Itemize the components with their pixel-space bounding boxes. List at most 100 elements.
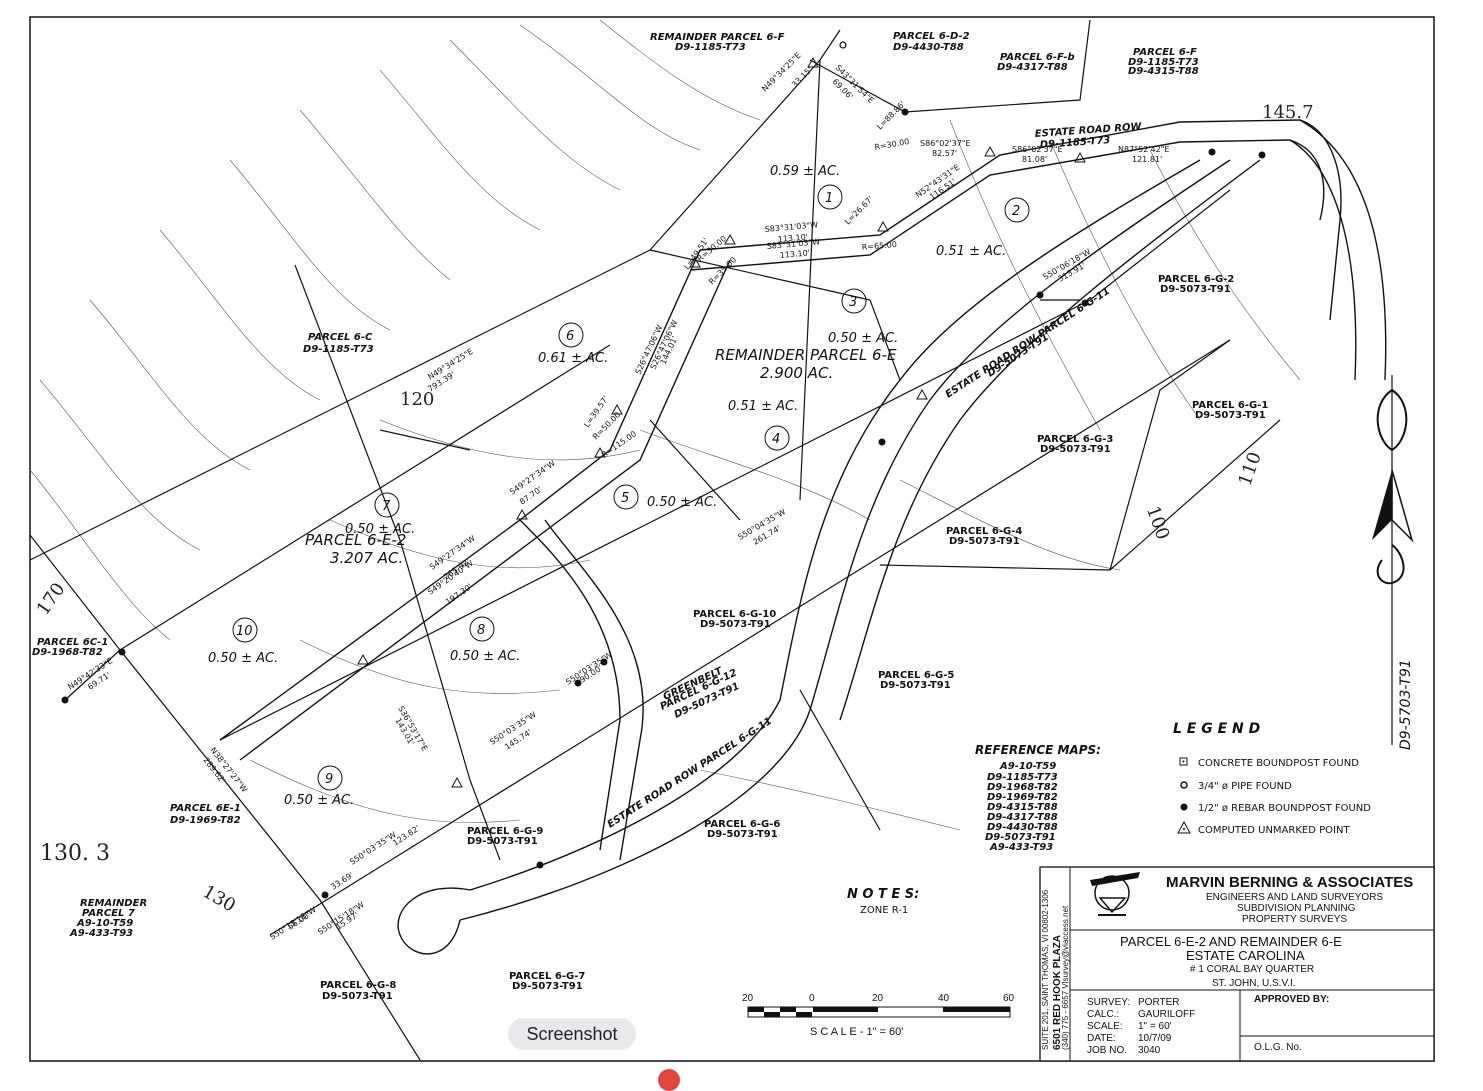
parcel-label: REMAINDER: [80, 898, 147, 909]
svg-text:S C A L E - 1" = 60': S C A L E - 1" = 60': [810, 1026, 903, 1038]
parcel-6e2-area: 3.207 AC.: [330, 549, 403, 567]
svg-text:R=30.00: R=30.00: [874, 137, 910, 152]
svg-text:R=65.00: R=65.00: [861, 240, 897, 252]
contour-label-130: 130: [199, 881, 239, 916]
svg-text:A9-433-T93: A9-433-T93: [989, 842, 1053, 853]
svg-text:4: 4: [772, 432, 780, 447]
svg-text:PROPERTY SURVEYS: PROPERTY SURVEYS: [1242, 914, 1347, 925]
parcel-ref: D9-1185-T73: [1128, 57, 1199, 68]
remainder-6e-name: REMAINDER PARCEL 6-E: [715, 346, 897, 364]
svg-text:113.10': 113.10': [777, 232, 808, 244]
drawing-border: [29, 16, 1435, 1062]
screenshot-label[interactable]: Screenshot: [508, 1018, 636, 1050]
square-dot-icon: [1179, 757, 1188, 766]
legend: L E G E N D CONCRETE BOUNDPOST FOUND 3/4…: [1173, 721, 1371, 836]
svg-text:A9-10-T59: A9-10-T59: [999, 761, 1056, 772]
lot-10: 100.50 ± AC.: [208, 617, 278, 666]
road-network: [219, 119, 1387, 955]
svg-text:3: 3: [849, 295, 857, 310]
reference-maps: REFERENCE MAPS: A9-10-T59 D9-1185-T73 D9…: [975, 743, 1101, 853]
svg-text:D9-5703-T91: D9-5703-T91: [1398, 659, 1414, 750]
parcel-6e2-name: PARCEL 6-E-2: [305, 531, 406, 549]
parcel-ref: D9-4317-T88: [997, 62, 1068, 73]
parcel-label: PARCEL 6-D-2: [893, 31, 970, 42]
parcel-label: PARCEL 6E-1: [170, 803, 241, 814]
svg-text:0: 0: [809, 993, 815, 1004]
svg-text:D9-1969-T82: D9-1969-T82: [987, 792, 1058, 803]
svg-text:D9-4430-T88: D9-4430-T88: [987, 822, 1058, 833]
svg-text:S50°03'35"W: S50°03'35"W: [348, 830, 398, 867]
parcel-label: PARCEL 6-G-10: [693, 609, 776, 620]
open-circle-icon: [1180, 781, 1188, 789]
contour-label-170: 170: [33, 579, 70, 619]
svg-text:6501 RED HOOK PLAZA: 6501 RED HOOK PLAZA: [1052, 935, 1063, 1050]
svg-text:JOB NO.: JOB NO.: [1087, 1045, 1127, 1056]
svg-text:APPROVED BY:: APPROVED BY:: [1254, 994, 1329, 1005]
svg-text:33.15': 33.15': [790, 65, 814, 89]
svg-text:GAURILOFF: GAURILOFF: [1138, 1009, 1195, 1020]
contour-label-110: 110: [1234, 449, 1265, 488]
lot-3: 3 0.50 ± AC.: [828, 288, 898, 346]
contour-label-130-3: 130. 3: [40, 841, 110, 866]
svg-text:# 1 CORAL BAY QUARTER: # 1 CORAL BAY QUARTER: [1190, 964, 1314, 975]
lot-2: 20.51 ± AC.: [936, 197, 1030, 259]
parcel-label: PARCEL 6-F-b: [1000, 52, 1075, 63]
parcel-label: PARCEL 6-G-6: [704, 819, 780, 830]
svg-text:0.61 ± AC.: 0.61 ± AC.: [538, 351, 608, 366]
parcel-ref: D9-4430-T88: [893, 42, 964, 53]
parcel-ref: D9-1968-T82: [32, 647, 103, 658]
parcel-label: PARCEL 6-G-2: [1158, 274, 1234, 285]
svg-text:2: 2: [1012, 204, 1020, 219]
svg-text:CONCRETE BOUNDPOST FOUND: CONCRETE BOUNDPOST FOUND: [1198, 758, 1359, 769]
lot-4: 40.51 ± AC.: [728, 399, 798, 451]
svg-text:ESTATE ROAD ROW PARCEL 6-G-11: ESTATE ROAD ROW PARCEL 6-G-11: [606, 716, 774, 831]
svg-text:D9-5073-T91: D9-5073-T91: [985, 832, 1056, 843]
survey-points: [61, 41, 1266, 899]
lots: 10.59 ± AC. 20.51 ± AC. 30.50 ± AC. 40.5…: [208, 164, 1030, 808]
road-labels: ESTATE ROAD ROW D9-1185-T73 ESTATE ROAD …: [606, 121, 1143, 830]
contour-label-100: 100: [1142, 503, 1173, 542]
parcel-ref: D9-5073-T91: [1195, 410, 1266, 421]
parcel-label: PARCEL 6-G-5: [878, 670, 954, 681]
lot-7: 70.50 ± AC.: [345, 492, 415, 537]
project-title: PARCEL 6-E-2 AND REMAINDER 6-E: [1120, 934, 1342, 949]
svg-text:N O T E S:: N O T E S:: [847, 887, 919, 902]
firm-name: MARVIN BERNING & ASSOCIATES: [1166, 874, 1413, 891]
parcel-label: PARCEL 6-G-8: [320, 980, 396, 991]
svg-text:SURVEY:: SURVEY:: [1087, 997, 1130, 1008]
svg-text:113.10': 113.10': [779, 248, 810, 260]
north-arrow-icon: D9-5703-T91: [1372, 375, 1414, 750]
scale-bar: 20 0 20 40 60 S C A L E - 1" = 60': [742, 993, 1015, 1038]
svg-text:0.50 ± AC.: 0.50 ± AC.: [828, 331, 898, 346]
filled-circle-icon: [1180, 803, 1188, 811]
notification-dot: [658, 1069, 680, 1091]
svg-text:REFERENCE MAPS:: REFERENCE MAPS:: [975, 743, 1101, 757]
svg-text:SUITE 201, SAINT THOMAS, VI 00: SUITE 201, SAINT THOMAS, VI 00802-1306: [1041, 889, 1050, 1050]
svg-text:ESTATE CAROLINA: ESTATE CAROLINA: [1186, 948, 1305, 963]
firm-logo-icon: [1090, 872, 1140, 916]
parcel-ref: A9-10-T59: [76, 918, 133, 929]
svg-text:20: 20: [742, 993, 754, 1004]
svg-text:SCALE:: SCALE:: [1087, 1021, 1123, 1032]
svg-text:121.81': 121.81': [1132, 155, 1162, 164]
contour-label-145: 145.7: [1262, 102, 1314, 123]
parcel-ref: D9-5073-T91: [1040, 444, 1111, 455]
svg-text:S83°31'03"W: S83°31'03"W: [764, 220, 818, 234]
svg-text:D9-4317-T88: D9-4317-T88: [987, 812, 1058, 823]
svg-text:R=35.00: R=35.00: [707, 255, 738, 286]
parcel-label: PARCEL 6-G-3: [1037, 434, 1113, 445]
parcel-label: PARCEL 6-G-1: [1192, 400, 1268, 411]
svg-text:R=115.00: R=115.00: [600, 429, 638, 459]
svg-text:5: 5: [621, 491, 629, 506]
svg-text:0.50 ± AC.: 0.50 ± AC.: [208, 651, 278, 666]
main-parcels: REMAINDER PARCEL 6-E 2.900 AC. PARCEL 6-…: [305, 346, 897, 567]
svg-text:8: 8: [477, 623, 485, 638]
parcel-ref: D9-5073-T91: [700, 619, 771, 630]
parcel-label: REMAINDER PARCEL 6-F: [650, 32, 785, 43]
lot-1: 10.59 ± AC.: [770, 164, 843, 210]
svg-text:1/2" ø REBAR BOUNDPOST FOUND: 1/2" ø REBAR BOUNDPOST FOUND: [1198, 803, 1371, 814]
svg-text:ST. JOHN, U.S.V.I.: ST. JOHN, U.S.V.I.: [1212, 978, 1296, 989]
parcel-ref: D9-4315-T88: [1128, 66, 1199, 77]
